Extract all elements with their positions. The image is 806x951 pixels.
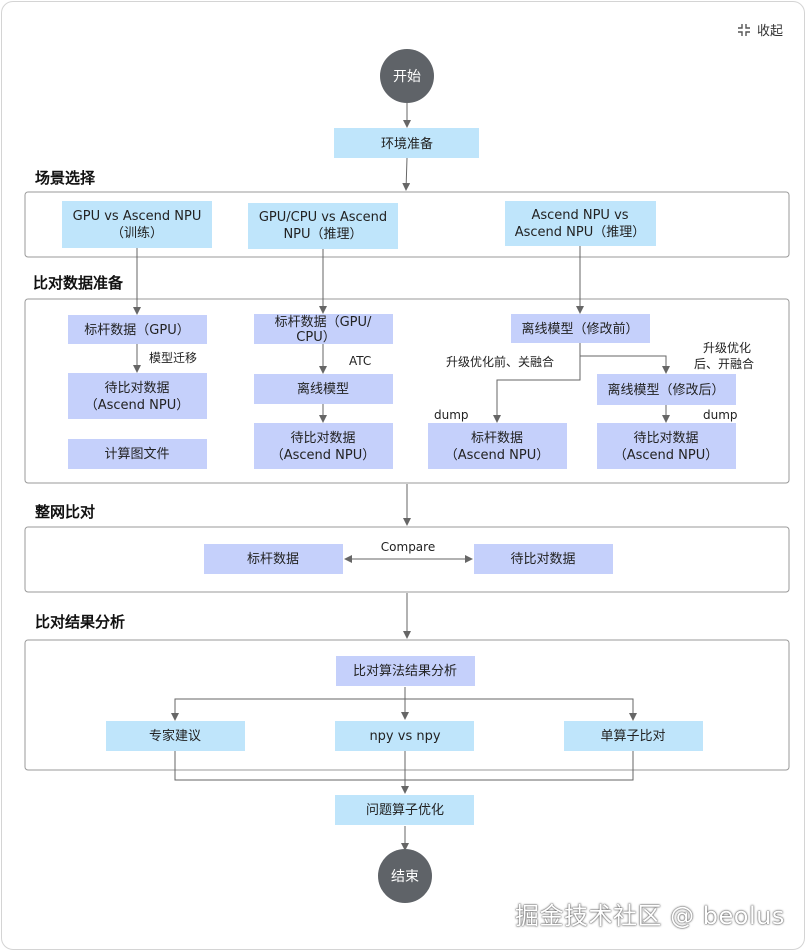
col3-upgrade-before-note: 升级优化前、关融合	[446, 354, 554, 369]
data-prep-section-box	[24, 298, 790, 484]
col2-to-compare-line2: （Ascend NPU）	[271, 448, 376, 463]
col1-benchmark-label: 标杆数据（GPU）	[84, 323, 189, 338]
col1-graph-file-label: 计算图文件	[104, 447, 169, 462]
col2-offline-model-box	[254, 374, 393, 404]
env-prep-box	[334, 128, 479, 158]
col2-to-compare-line1: 待比对数据	[290, 431, 355, 446]
col3-offline-before-box	[511, 314, 650, 343]
network-section-box	[24, 526, 790, 593]
col2-benchmark-line1: 标杆数据（GPU/	[275, 315, 372, 330]
start-node	[380, 49, 434, 103]
end-label: 结束	[391, 869, 419, 885]
scene-training-line1: GPU vs Ascend NPU	[73, 209, 202, 224]
col3-benchmark-line2: （Ascend NPU）	[445, 448, 550, 463]
scene-npu-line1: Ascend NPU vs	[531, 208, 628, 223]
col1-to-compare-line1: 待比对数据	[104, 381, 169, 396]
analysis-algo-box	[336, 656, 475, 686]
col2-to-compare-box	[254, 423, 393, 469]
scene-gpu-cpu-line2: NPU（推理）	[283, 227, 362, 242]
network-benchmark-box	[204, 544, 343, 574]
col3-offline-after-label: 离线模型（修改后）	[607, 382, 724, 398]
col1-graph-file-box	[68, 439, 207, 469]
col3-to-compare-box	[597, 423, 736, 469]
network-benchmark-label: 标杆数据	[247, 552, 299, 567]
analysis-npy-label: npy vs npy	[369, 729, 440, 744]
col3-upgrade-after-note-1: 升级优化	[703, 341, 751, 355]
analysis-algo-label: 比对算法结果分析	[353, 664, 457, 679]
col1-migrate-note: 模型迁移	[149, 351, 197, 365]
col2-atc-note: ATC	[349, 354, 371, 368]
section-title-network: 整网比对	[35, 503, 95, 521]
col1-benchmark-box	[68, 315, 207, 344]
analysis-npy-box	[335, 721, 474, 751]
end-node	[378, 849, 432, 903]
network-to-compare-label: 待比对数据	[510, 552, 575, 567]
scene-box-gpu-cpu-inference	[248, 203, 398, 249]
col3-offline-after-box	[597, 374, 736, 405]
analysis-section-box	[24, 639, 790, 771]
col1-to-compare-line2: （Ascend NPU）	[85, 398, 190, 413]
optimize-label: 问题算子优化	[366, 803, 444, 818]
analysis-expert-label: 专家建议	[149, 728, 201, 744]
col3-dump-right-note: dump	[703, 408, 738, 422]
col3-benchmark-line1: 标杆数据	[471, 431, 523, 446]
analysis-single-op-box	[564, 721, 703, 751]
env-prep-label: 环境准备	[381, 136, 433, 152]
col2-benchmark-line2: CPU）	[296, 330, 335, 345]
scene-box-training	[62, 201, 212, 248]
start-label: 开始	[393, 69, 421, 85]
analysis-single-op-label: 单算子比对	[600, 729, 665, 744]
scene-training-line2: （训练）	[111, 226, 163, 241]
col2-offline-model-label: 离线模型	[297, 381, 349, 397]
analysis-expert-box	[106, 721, 245, 751]
network-to-compare-box	[474, 544, 613, 574]
col2-benchmark-box	[254, 314, 393, 344]
scene-box-npu-inference	[505, 201, 656, 246]
col3-dump-left-note: dump	[434, 408, 469, 422]
col1-to-compare-box	[68, 373, 207, 419]
col3-benchmark-box	[428, 423, 567, 469]
col3-offline-before-label: 离线模型（修改前）	[521, 321, 638, 337]
network-compare-note: Compare	[381, 540, 435, 554]
scene-gpu-cpu-line1: GPU/CPU vs Ascend	[259, 210, 387, 225]
section-title-data-prep: 比对数据准备	[33, 274, 124, 292]
col3-to-compare-line2: （Ascend NPU）	[614, 448, 719, 463]
optimize-box	[335, 795, 474, 825]
collapse-button[interactable]: 收起	[737, 20, 783, 39]
watermark: 掘金技术社区 @ beolus	[515, 902, 785, 930]
scene-section-box	[24, 191, 790, 258]
section-title-scene: 场景选择	[35, 169, 96, 187]
col3-upgrade-after-note-2: 后、开融合	[694, 356, 754, 371]
collapse-arrows-icon	[738, 23, 750, 36]
col3-to-compare-line1: 待比对数据	[633, 431, 698, 446]
section-title-analysis: 比对结果分析	[35, 613, 125, 631]
scene-npu-line2: Ascend NPU（推理）	[515, 225, 646, 240]
collapse-label: 收起	[757, 24, 784, 39]
